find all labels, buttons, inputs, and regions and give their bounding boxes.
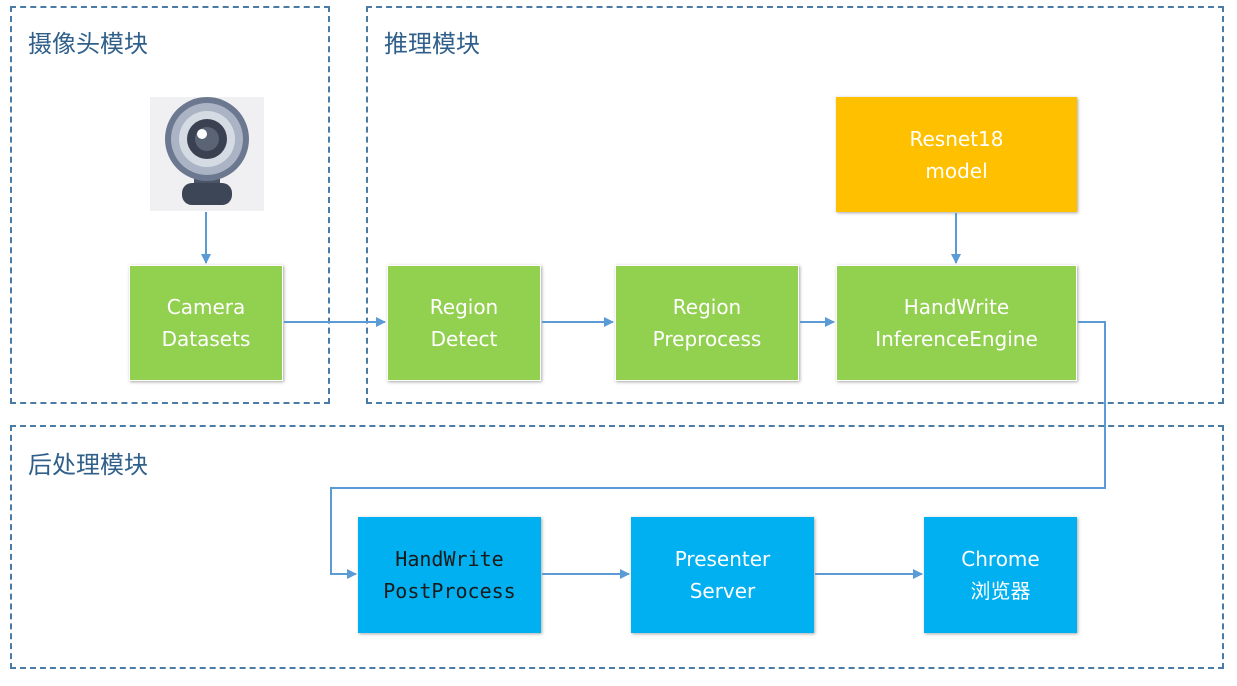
resnet-model-line2: model <box>925 158 988 183</box>
inference-module <box>366 6 1224 404</box>
chrome-node: Chrome 浏览器 <box>924 517 1077 633</box>
presenter-server-line1: Presenter <box>674 547 771 571</box>
chrome-line1: Chrome <box>961 547 1040 571</box>
region-preprocess-line2: Preprocess <box>652 327 762 351</box>
postprocess-module-title: 后处理模块 <box>28 451 148 479</box>
webcam-icon <box>150 97 264 211</box>
region-detect-line2: Detect <box>430 327 498 351</box>
resnet-model-line1: Resnet18 <box>909 126 1004 151</box>
camera-datasets-node: Camera Datasets <box>129 265 283 381</box>
post-process-line1: HandWrite <box>395 547 504 571</box>
camera-module-title: 摄像头模块 <box>28 30 148 58</box>
region-detect-line1: Region <box>429 295 499 319</box>
inference-module-title: 推理模块 <box>384 30 480 58</box>
presenter-server-line2: Server <box>689 579 756 603</box>
region-detect-node: Region Detect <box>387 265 541 381</box>
inference-engine-line2: InferenceEngine <box>875 327 1038 351</box>
presenter-server-node: Presenter Server <box>631 517 814 633</box>
resnet-model-node: Resnet18 model <box>836 97 1077 212</box>
post-process-line2: PostProcess <box>383 579 516 603</box>
inference-engine-line1: HandWrite <box>903 295 1010 319</box>
arrow-engine-to-postprocess <box>330 321 1106 579</box>
camera-datasets-line2: Datasets <box>161 327 251 351</box>
postprocess-module <box>10 425 1224 669</box>
camera-module <box>10 6 330 404</box>
post-process-node: HandWrite PostProcess <box>358 517 541 633</box>
region-preprocess-node: Region Preprocess <box>615 265 799 381</box>
inference-engine-node: HandWrite InferenceEngine <box>836 265 1077 381</box>
camera-datasets-line1: Camera <box>166 295 246 319</box>
region-preprocess-line1: Region <box>672 295 742 319</box>
chrome-line2: 浏览器 <box>970 579 1031 603</box>
